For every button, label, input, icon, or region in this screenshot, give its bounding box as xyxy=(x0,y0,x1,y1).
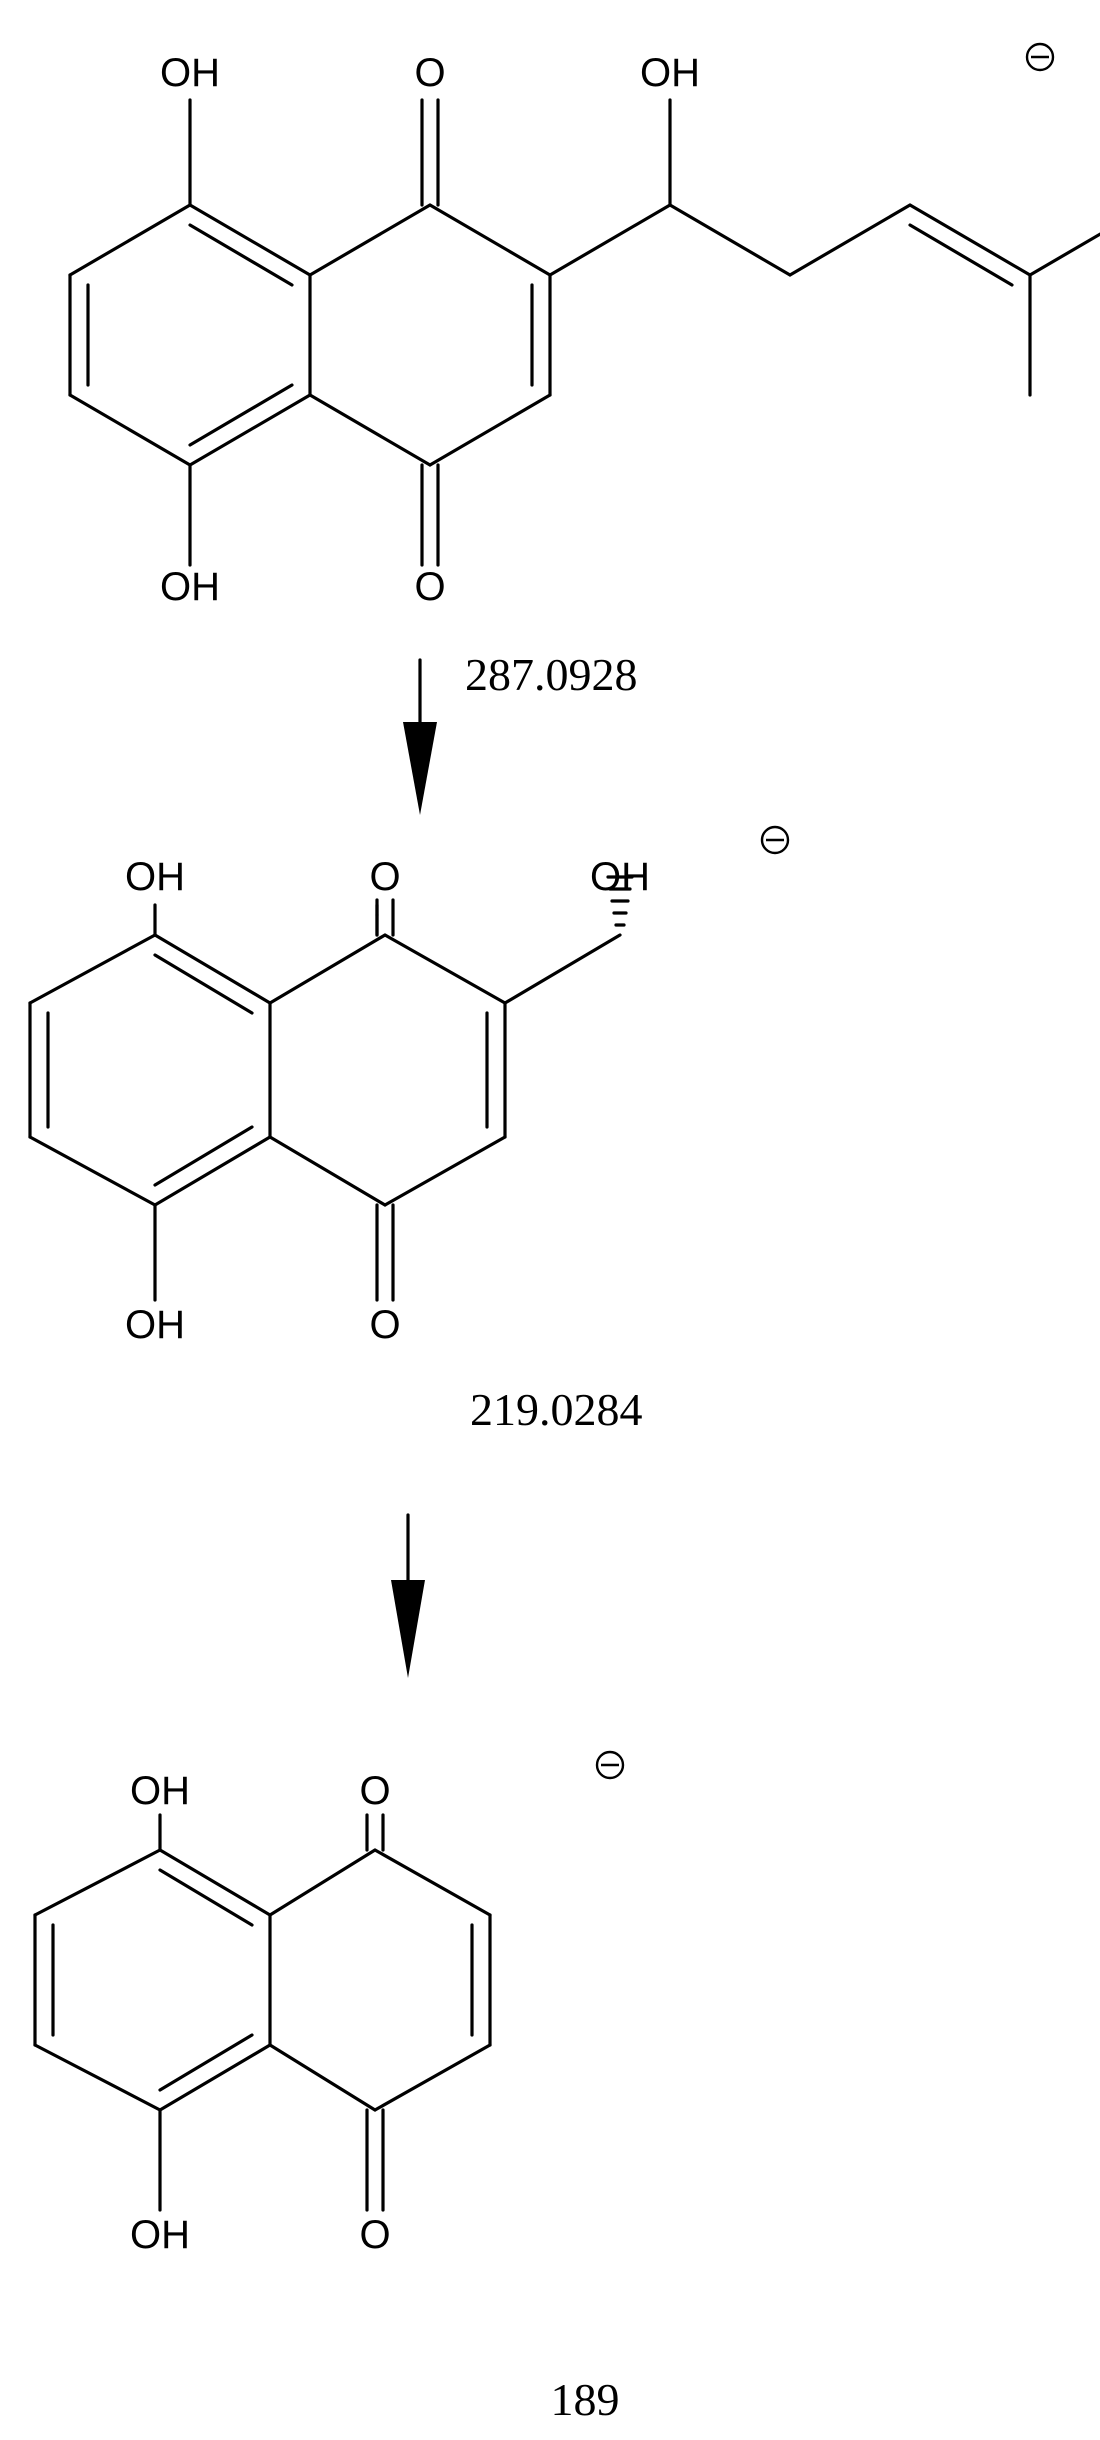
fragment-2-bonds xyxy=(33,1813,492,2212)
arrow-1: 287.0928 xyxy=(403,649,638,815)
fragment-2-negative-charge-icon xyxy=(595,1750,625,1780)
precursor-o-top: O xyxy=(414,51,445,95)
precursor-bonds xyxy=(68,98,1100,567)
precursor-negative-charge-icon xyxy=(1025,42,1055,72)
precursor-oh-top: OH xyxy=(160,51,220,95)
fragment-1-o-bottom: O xyxy=(369,1303,400,1347)
structure-fragment-2: OH O OH O 189 xyxy=(33,1750,625,2425)
fragment-2-o-top: O xyxy=(359,1769,390,1813)
fragment-1-oh-bottom: OH xyxy=(125,1303,185,1347)
structure-precursor: OH O OH OH O xyxy=(68,42,1100,609)
fragment-1-oh-top: OH xyxy=(125,855,185,899)
precursor-o-bottom: O xyxy=(414,565,445,609)
fragment-1-hashed-wedge xyxy=(606,875,634,927)
fragment-1-bonds xyxy=(28,898,622,1302)
arrow-2 xyxy=(391,1513,425,1678)
fragment-1-negative-charge-icon xyxy=(760,825,790,855)
fragment-2-oh-top: OH xyxy=(130,1769,190,1813)
precursor-oh-bottom: OH xyxy=(160,565,220,609)
fragment-2-mass-label: 189 xyxy=(551,2374,620,2425)
fragment-1-oh-side: OH xyxy=(590,855,650,899)
fragment-1-o-top: O xyxy=(369,855,400,899)
arrow-2-head xyxy=(391,1580,425,1678)
precursor-oh-side: OH xyxy=(640,51,700,95)
arrow-1-mass-label: 287.0928 xyxy=(465,649,638,700)
structure-fragment-1: OH O OH OH O 219.0284 xyxy=(28,825,790,1435)
fragment-2-oh-bottom: OH xyxy=(130,2213,190,2257)
fragment-1-mass-label: 219.0284 xyxy=(470,1384,643,1435)
fragment-2-o-bottom: O xyxy=(359,2213,390,2257)
arrow-1-head xyxy=(403,722,437,815)
